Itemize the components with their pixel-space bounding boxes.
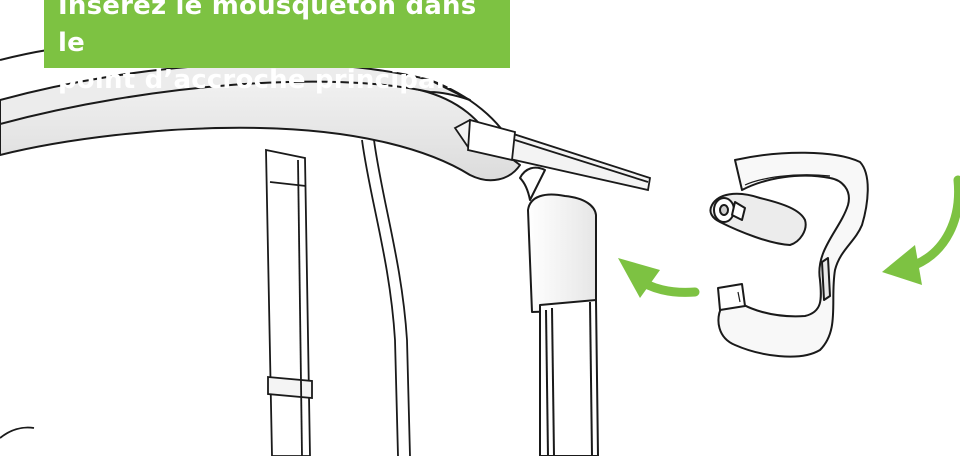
strap-left (266, 150, 312, 456)
curved-arrow-down-left-icon (882, 180, 959, 285)
curved-arrow-left-icon (618, 258, 695, 298)
cable (362, 140, 410, 456)
attachment-point (520, 168, 598, 456)
caption-text: Insérez le mousqueton dans le point d’ac… (58, 0, 510, 99)
frame-corner (0, 427, 34, 438)
carabiner (710, 153, 867, 357)
instruction-caption: Insérez le mousqueton dans le point d’ac… (44, 0, 510, 68)
